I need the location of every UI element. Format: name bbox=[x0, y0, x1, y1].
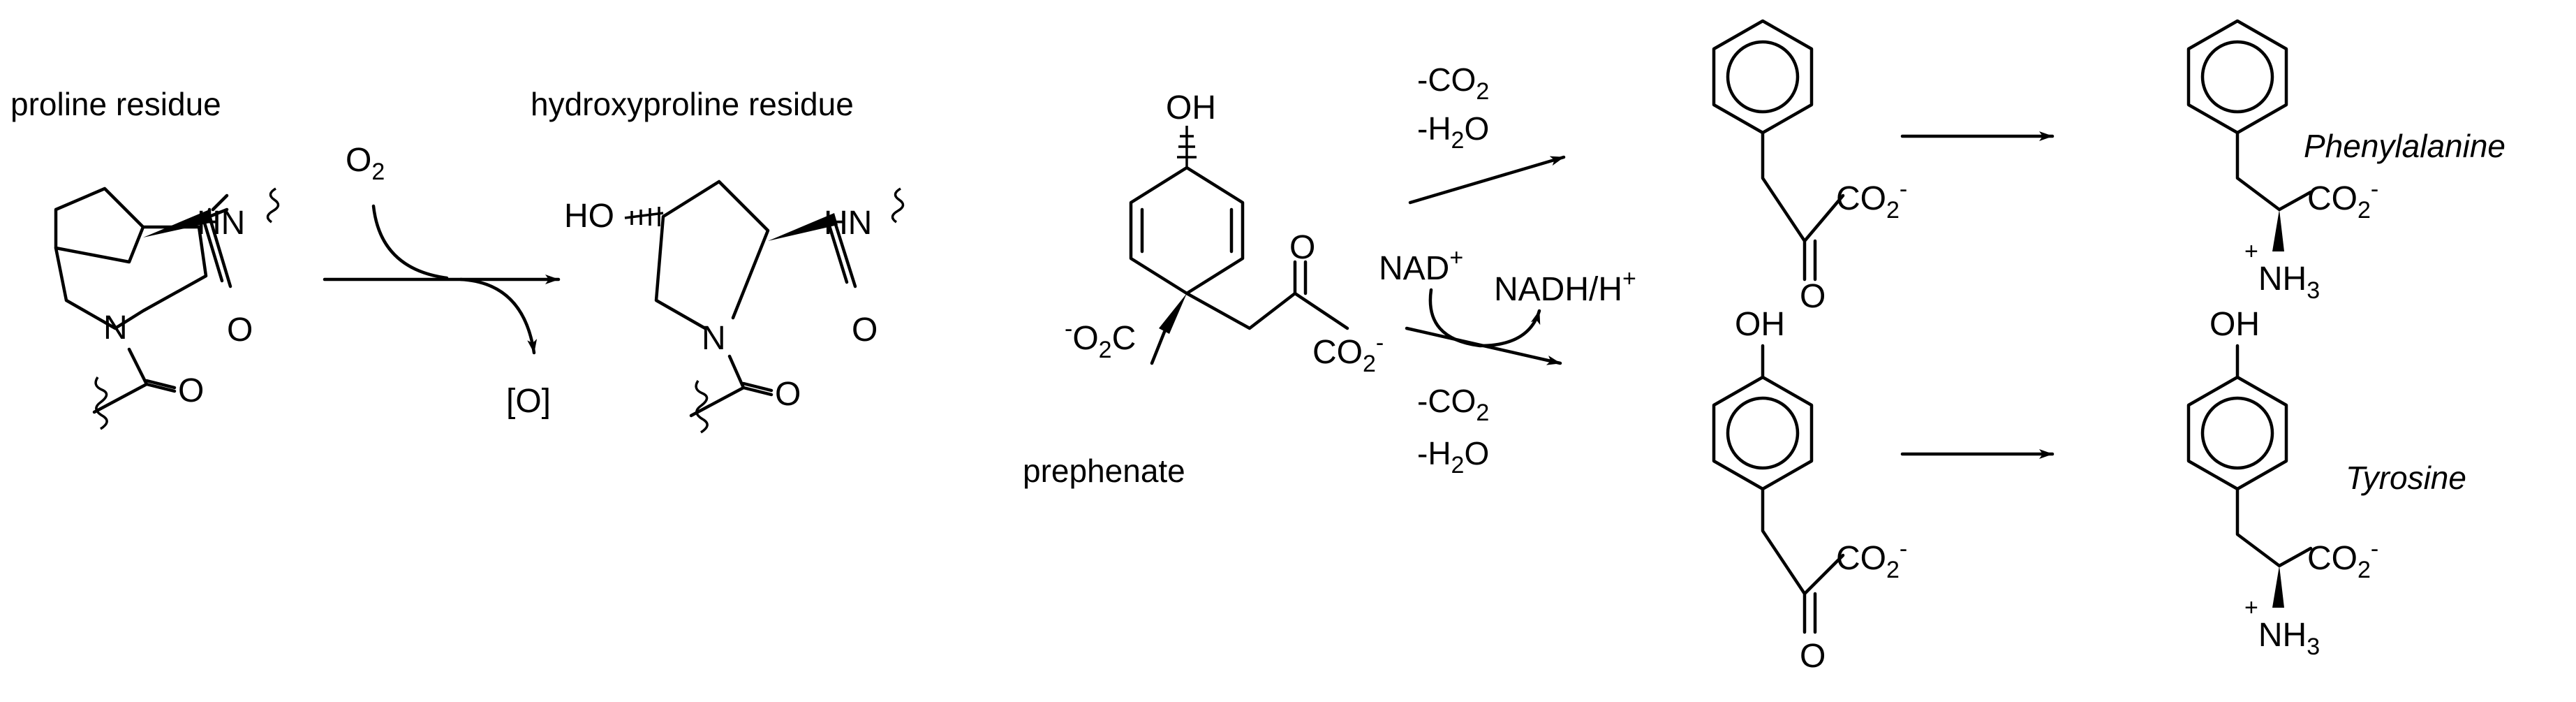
hydroxyproline-ring-n: N bbox=[702, 320, 726, 357]
proline-acyl-o: O bbox=[178, 372, 204, 409]
proline-ring-n: N bbox=[103, 309, 128, 346]
hydroxyproline-ring-bonds bbox=[654, 180, 770, 330]
minus-h2o-bottom: -H2O bbox=[1417, 435, 1489, 478]
proline-wavy-nh bbox=[266, 187, 280, 224]
phenylpyruvate-co2: CO2- bbox=[1836, 176, 1907, 224]
prephenate-keto-o: O bbox=[1289, 229, 1315, 266]
tyrosine-nh3: +NH3 bbox=[2244, 594, 2320, 660]
hydroxyproline-carbonyl-o: O bbox=[852, 312, 878, 349]
prephenate-hashed-oh bbox=[1177, 126, 1197, 168]
hydroxyphenylpyruvate-chain bbox=[1761, 487, 1845, 634]
tyrosine-oh: OH bbox=[2209, 306, 2260, 343]
hydroxyproline-n-acyl bbox=[727, 354, 773, 397]
tyrosine-chain bbox=[2235, 487, 2313, 568]
hydroxyphenylpyruvate-aromatic-circle bbox=[1726, 396, 1800, 470]
tyrosine-structure: OH CO2- +NH3 Tyrosine bbox=[2186, 306, 2466, 660]
hydroxyproline-ho: HO bbox=[564, 198, 614, 235]
proline-ring-edges bbox=[54, 187, 145, 250]
prephenate-ring bbox=[1129, 166, 1245, 295]
proline-ring-bonds bbox=[54, 225, 208, 330]
tyrosine-aromatic-circle bbox=[2200, 396, 2274, 470]
proline-amide-hn: HN bbox=[197, 205, 245, 242]
hydroxyphenylpyruvate-oh: OH bbox=[1735, 306, 1785, 343]
proline-carbonyl bbox=[202, 207, 232, 288]
hydroxyproline-hashed-bond bbox=[624, 207, 664, 226]
prephenate-wedge-carboxylate bbox=[1159, 293, 1187, 334]
hydroxyphenylpyruvate-keto-o: O bbox=[1800, 638, 1826, 675]
hydroxyproline-wavy-nh bbox=[891, 187, 905, 224]
hydroxyproline-wedge-bond bbox=[768, 213, 838, 241]
hydroxyphenylpyruvate-structure: OH CO2- O bbox=[1712, 306, 1907, 675]
phenylalanine-label: Phenylalanine bbox=[2304, 128, 2505, 164]
hydroxyproline-carbonyl bbox=[827, 218, 857, 288]
prephenate-carboxylate: -O2C bbox=[1065, 316, 1136, 363]
proline-wedge-bond bbox=[143, 210, 213, 237]
decarboxylation-arrow: -CO2 -H2O bbox=[1408, 61, 1566, 205]
prephenate-structure: OH -O2C O CO2- prephenate bbox=[1023, 89, 1384, 489]
proline-carbonyl-o: O bbox=[227, 312, 253, 349]
prephenate-label: prephenate bbox=[1023, 453, 1185, 489]
hydroxyproline-acyl-o: O bbox=[775, 376, 801, 413]
o2-incoming-curve bbox=[371, 204, 449, 280]
hydroxyproline-acyl-methyl bbox=[689, 386, 746, 418]
phenylalanine-wedge-nh3 bbox=[2272, 210, 2284, 251]
nadh-product: NADH/H+ bbox=[1494, 265, 1636, 308]
phenylpyruvate-aromatic-circle bbox=[1726, 40, 1800, 114]
prephenate-oh: OH bbox=[1166, 89, 1216, 126]
prephenate-co2: CO2- bbox=[1312, 330, 1384, 377]
proline-label: proline residue bbox=[10, 86, 221, 122]
proline-acyl-methyl bbox=[92, 382, 149, 414]
proline-n-acyl bbox=[127, 347, 177, 393]
phenylpyruvate-structure: CO2- O bbox=[1712, 19, 1907, 315]
tyrosine-label: Tyrosine bbox=[2346, 460, 2466, 496]
nad-reagent: NAD+ bbox=[1379, 244, 1463, 287]
hydroxyproline-structure: hydroxyproline residue HO HN O N O bbox=[531, 86, 905, 434]
tyrosine-wedge-nh3 bbox=[2272, 566, 2284, 608]
o-outgoing-curve bbox=[459, 277, 538, 355]
proline-structure: proline residue HN O N O bbox=[10, 86, 280, 430]
hydroxyproline-amide-hn: HN bbox=[824, 205, 872, 242]
o-byproduct: [O] bbox=[506, 383, 551, 420]
minus-co2-bottom: -CO2 bbox=[1417, 383, 1489, 426]
minus-co2-top: -CO2 bbox=[1417, 61, 1489, 105]
proline-amide-n bbox=[211, 193, 229, 212]
prephenate-ring-double-bonds bbox=[1140, 207, 1234, 254]
proline-wavy-bottom bbox=[94, 376, 108, 430]
o2-reagent: O2 bbox=[346, 142, 385, 185]
phenylalanine-nh3: +NH3 bbox=[2244, 238, 2320, 304]
phenylpyruvate-chain bbox=[1761, 131, 1845, 281]
tyrosine-co2: CO2- bbox=[2307, 536, 2378, 583]
phenylalanine-co2: CO2- bbox=[2307, 176, 2378, 224]
hydroxyproline-label: hydroxyproline residue bbox=[531, 86, 854, 122]
upper-diagonal-arrow bbox=[1408, 155, 1566, 205]
nad-curve bbox=[1428, 288, 1541, 348]
phenylalanine-structure: CO2- +NH3 Phenylalanine bbox=[2186, 19, 2505, 304]
phenylpyruvate-keto-o: O bbox=[1800, 278, 1826, 315]
hydroxyphenylpyruvate-co2: CO2- bbox=[1836, 536, 1907, 583]
phenylalanine-aromatic-circle bbox=[2200, 40, 2274, 114]
prephenate-carboxylate-bonds bbox=[1150, 330, 1167, 365]
minus-h2o-top: -H2O bbox=[1417, 110, 1489, 154]
prephenate-side-chain bbox=[1185, 260, 1349, 330]
oxidation-arrow: O2 [O] bbox=[323, 142, 561, 420]
oxidative-decarboxylation-arrow: NAD+ NADH/H+ -CO2 -H2O bbox=[1379, 244, 1636, 478]
hydroxyproline-wavy-bottom bbox=[695, 380, 709, 434]
phenylalanine-chain bbox=[2235, 131, 2313, 212]
